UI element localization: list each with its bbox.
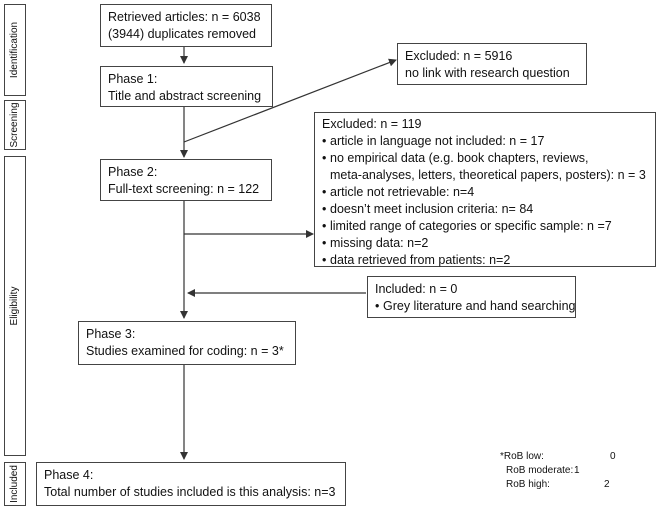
rob-row: RoB high: 2 — [500, 478, 646, 492]
excluded1-reason: no link with research question — [405, 66, 570, 80]
retrieved-count: Retrieved articles: n = 6038 — [108, 10, 261, 24]
stage-label-eligibility: Eligibility — [4, 156, 26, 456]
phase3-desc: Studies examined for coding: n = 3* — [86, 344, 284, 358]
box-retrieved: Retrieved articles: n = 6038 (3944) dupl… — [100, 4, 272, 47]
excluded2-item: •article not retrievable: n=4 — [322, 185, 475, 199]
box-included0: Included: n = 0 •Grey literature and han… — [367, 276, 576, 318]
excluded2-item: •doesn’t meet inclusion criteria: n= 84 — [322, 202, 534, 216]
rob-row: *RoB low: 0 — [500, 450, 640, 464]
phase2-title: Phase 2: — [108, 165, 158, 179]
box-phase2: Phase 2: Full-text screening: n = 122 — [100, 159, 272, 201]
box-excluded2: Excluded: n = 119 •article in language n… — [314, 112, 656, 267]
rob-value: 1 — [574, 465, 580, 476]
phase1-title: Phase 1: — [108, 72, 158, 86]
rob-label: *RoB low: — [500, 451, 544, 462]
included0-count: Included: n = 0 — [375, 282, 458, 296]
excluded2-item: •limited range of categories or specific… — [322, 219, 612, 233]
rob-footnote: *RoB low: 0 RoB moderate:1 RoB high: 2 — [500, 450, 646, 492]
phase3-title: Phase 3: — [86, 327, 136, 341]
included0-item: •Grey literature and hand searching — [375, 299, 576, 313]
excluded2-item-continued: meta-analyses, letters, theoretical pape… — [330, 168, 646, 182]
stage-label-identification: Identification — [4, 4, 26, 96]
box-phase1: Phase 1: Title and abstract screening — [100, 66, 273, 107]
phase1-desc: Title and abstract screening — [108, 89, 262, 103]
rob-value: 2 — [604, 479, 610, 490]
excluded1-count: Excluded: n = 5916 — [405, 49, 513, 63]
excluded2-item: •missing data: n=2 — [322, 236, 429, 250]
stage-label-included: Included — [4, 462, 26, 506]
rob-label: RoB moderate: — [506, 465, 574, 476]
rob-label: RoB high: — [506, 479, 550, 490]
box-phase3: Phase 3: Studies examined for coding: n … — [78, 321, 296, 365]
duplicates-removed: (3944) duplicates removed — [108, 27, 256, 41]
excluded2-count: Excluded: n = 119 — [322, 117, 422, 131]
phase4-title: Phase 4: — [44, 468, 94, 482]
excluded2-item: •article in language not included: n = 1… — [322, 134, 545, 148]
box-excluded1: Excluded: n = 5916 no link with research… — [397, 43, 587, 85]
excluded2-item: •data retrieved from patients: n=2 — [322, 253, 511, 267]
box-phase4: Phase 4: Total number of studies include… — [36, 462, 346, 506]
phase4-desc: Total number of studies included is this… — [44, 485, 336, 499]
rob-value: 0 — [610, 451, 616, 462]
arrow-to-excluded1 — [183, 58, 397, 143]
rob-row: RoB moderate:1 — [500, 464, 646, 478]
phase2-desc: Full-text screening: n = 122 — [108, 182, 260, 196]
excluded2-item: •no empirical data (e.g. book chapters, … — [322, 151, 589, 165]
stage-label-screening: Screening — [4, 100, 26, 150]
